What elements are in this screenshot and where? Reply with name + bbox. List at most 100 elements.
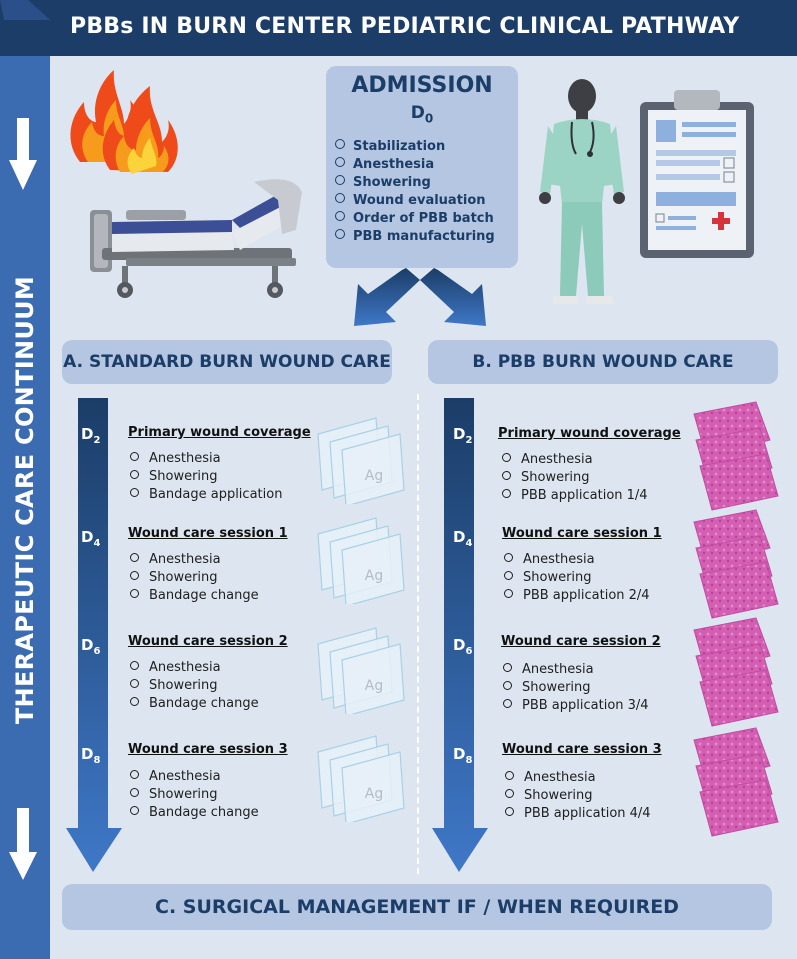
branch-arrows [354,268,486,326]
step-item: PBB application 4/4 [505,806,651,821]
bullet-icon [130,661,139,670]
step-item-label: Bandage change [149,805,259,820]
admission-day-letter: D [410,103,425,123]
step-item: Anesthesia [130,552,221,567]
bullet-icon [130,553,139,562]
step-item: Anesthesia [504,552,595,567]
silver-bandage-icon: Ag [317,735,405,822]
day-number: 4 [465,538,473,549]
hospital-bed-icon [90,179,302,298]
step-item-label: Showering [149,469,218,484]
step-title: Wound care session 2 [501,634,661,649]
admission-item-label: Wound evaluation [353,193,486,208]
side-arrow-top-icon [9,118,37,190]
step-item: Bandage change [130,696,259,711]
step-item: Bandage change [130,588,259,603]
page-title: PBBs IN BURN CENTER PEDIATRIC CLINICAL P… [70,14,740,39]
day-label-a-8: D8 [81,745,100,766]
bandage-label: Ag [365,568,383,584]
day-number: 6 [93,646,101,657]
bullet-icon [130,697,139,706]
bullet-icon [130,770,139,779]
timeline-arrow-b [432,398,488,872]
bandage-label: Ag [365,468,383,484]
step-item: Showering [504,570,592,585]
step-item-label: Bandage application [149,487,283,502]
pbb-stack-icon [693,727,779,837]
pbb-stack-icon [693,617,779,727]
step-title: Wound care session 3 [502,742,662,757]
step-item: Anesthesia [503,662,594,677]
bullet-icon [335,139,345,149]
bullet-icon [505,771,514,780]
step-item-label: Anesthesia [521,452,593,467]
step-item: Showering [503,680,591,695]
day-letter: D [453,528,466,546]
arrow-left-icon [354,268,420,326]
step-item: Showering [130,787,218,802]
day-number: 2 [465,435,473,446]
bullet-icon [130,679,139,688]
step-item-label: Bandage change [149,588,259,603]
step-item-label: Anesthesia [523,552,595,567]
step-title: Wound care session 2 [128,634,288,649]
day-letter: D [453,425,466,443]
admission-item-label: Showering [353,175,431,190]
step-title: Wound care session 1 [128,526,288,541]
step-item-label: Anesthesia [149,660,221,675]
step-item: Bandage application [130,487,282,502]
admission-item-label: Order of PBB batch [353,211,494,226]
day-letter: D [81,636,94,654]
pbb-stack-icon [693,509,779,619]
step-item-label: Bandage change [149,696,259,711]
silver-bandage-icon: Ag [317,517,405,604]
day-letter: D [81,745,94,763]
day-number: 8 [465,755,473,766]
bullet-icon [502,489,511,498]
step-item-label: PBB application 4/4 [524,806,651,821]
bullet-icon [503,699,512,708]
bullet-icon [335,211,345,221]
bullet-icon [502,471,511,480]
admission-item: Wound evaluation [335,193,486,208]
day-label-b-2: D2 [453,425,472,446]
step-item-label: Showering [149,678,218,693]
bullet-icon [502,453,511,462]
bullet-icon [130,806,139,815]
step-item-label: Anesthesia [522,662,594,677]
bullet-icon [504,571,513,580]
day-letter: D [81,528,94,546]
day-label-b-8: D8 [453,745,472,766]
bullet-icon [130,589,139,598]
step-item: PBB application 1/4 [502,488,648,503]
step-item-label: Showering [523,570,592,585]
day-label-a-2: D2 [81,425,100,446]
admission-item: Anesthesia [335,157,434,172]
column-a-heading: A. STANDARD BURN WOUND CARE [62,340,392,384]
bullet-icon [335,193,345,203]
step-item-label: Showering [149,570,218,585]
day-letter: D [81,425,94,443]
step-item: PBB application 2/4 [504,588,650,603]
bullet-icon [505,807,514,816]
admission-item: PBB manufacturing [335,229,495,244]
step-item-label: Showering [522,680,591,695]
bullet-icon [130,571,139,580]
step-title: Wound care session 1 [502,526,662,541]
bullet-icon [335,175,345,185]
bullet-icon [503,663,512,672]
step-title: Primary wound coverage [128,425,311,440]
day-number: 6 [465,646,473,657]
side-continuum-bar [0,0,50,959]
bullet-icon [130,452,139,461]
bullet-icon [335,157,345,167]
column-c-heading: C. SURGICAL MANAGEMENT IF / WHEN REQUIRE… [62,884,772,930]
step-item: Anesthesia [505,770,596,785]
side-arrow-bottom-icon [9,808,37,880]
silver-bandage-icon: Ag [317,627,405,714]
step-item: Anesthesia [502,452,593,467]
admission-item-label: Stabilization [353,139,446,154]
column-b-heading: B. PBB BURN WOUND CARE [428,340,778,384]
admission-item-label: Anesthesia [353,157,435,172]
step-item-label: PBB application 1/4 [521,488,648,503]
